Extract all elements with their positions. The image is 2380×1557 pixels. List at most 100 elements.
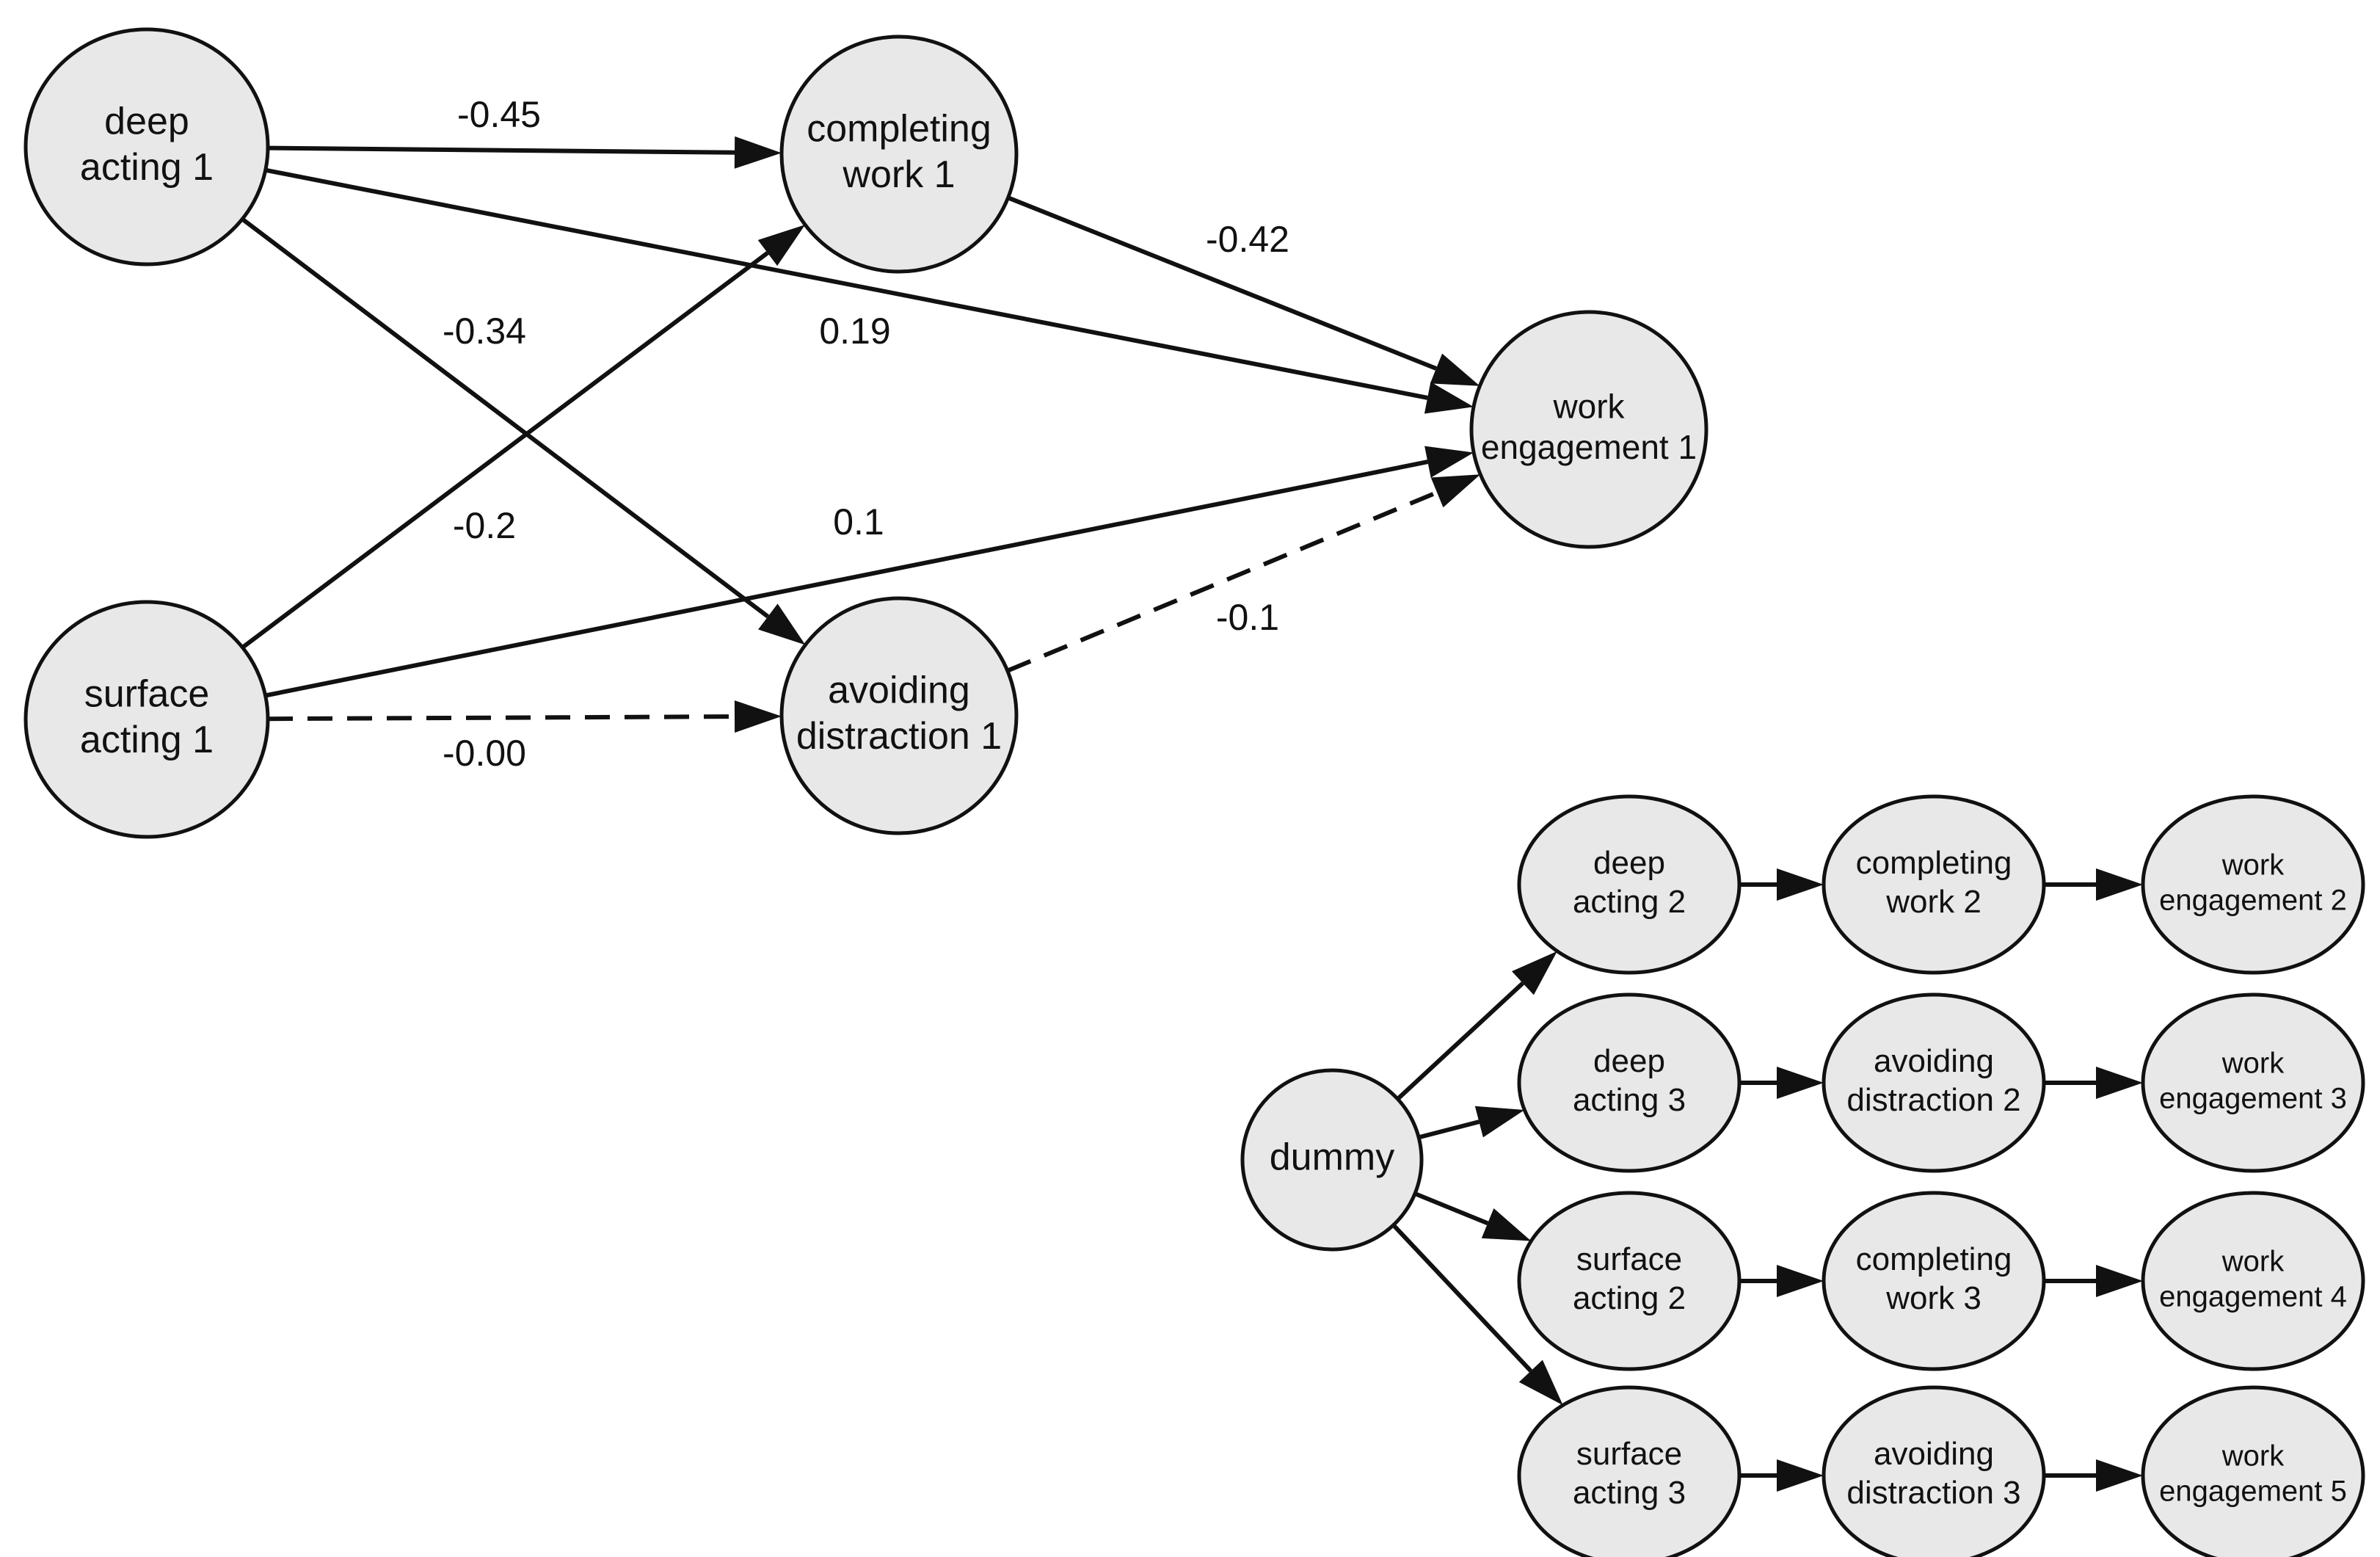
edge-coefficient-label: -0.2	[453, 505, 516, 546]
edge-coefficient-label: -0.1	[1216, 597, 1279, 638]
node-label: work	[2221, 1246, 2285, 1278]
node-dummy: dummy	[1240, 1068, 1424, 1252]
arrow-head	[1424, 382, 1474, 414]
node-label: acting 2	[1573, 1280, 1686, 1316]
edge-dummy-to-surface3	[1391, 1223, 1563, 1406]
node-label: acting 1	[80, 146, 214, 189]
node-shape	[1517, 1385, 1742, 1557]
arrow-head	[1481, 1208, 1532, 1241]
node-label: acting 3	[1573, 1475, 1686, 1511]
node-shape	[1822, 992, 2046, 1173]
edge-deep1-to-avoiding1	[241, 217, 806, 645]
node-label: avoiding	[1874, 1043, 1994, 1079]
edge-line	[1006, 490, 1438, 673]
arrow-head	[1474, 1106, 1525, 1138]
arrow-head	[757, 225, 806, 266]
arrow-head	[1777, 1459, 1824, 1492]
edge-line	[241, 217, 770, 619]
node-label: dummy	[1270, 1136, 1394, 1179]
edge-avoiding2-to-engagement3	[2044, 1067, 2143, 1099]
node-shape	[1517, 1191, 1742, 1371]
node-label: deep	[104, 101, 189, 143]
edge-dummy-to-surface2	[1413, 1191, 1532, 1241]
node-label: work 2	[1885, 884, 1981, 920]
edge-deep3-to-avoiding2	[1739, 1067, 1824, 1099]
edges-layer	[241, 136, 2143, 1492]
node-label: surface	[1576, 1241, 1682, 1277]
edge-surface3-to-avoiding3	[1739, 1459, 1824, 1492]
node-shape	[2141, 1191, 2365, 1371]
node-label: work	[2221, 1440, 2285, 1473]
node-label: engagement 4	[2159, 1281, 2347, 1313]
arrow-head	[2096, 868, 2143, 901]
node-label: completing	[807, 108, 991, 150]
node-label: engagement 2	[2159, 885, 2347, 917]
node-label: engagement 5	[2159, 1476, 2347, 1508]
node-shape	[2141, 794, 2365, 975]
arrow-head	[758, 603, 806, 645]
node-label: acting 3	[1573, 1082, 1686, 1118]
node-label: distraction 2	[1846, 1082, 2020, 1118]
edge-surface1-to-engagement1	[265, 446, 1474, 698]
node-shape	[23, 27, 270, 266]
arrow-head	[2096, 1067, 2143, 1099]
node-shape	[1469, 310, 1708, 549]
node-label: surface	[84, 673, 210, 716]
node-label: work 1	[842, 153, 955, 196]
node-label: acting 1	[80, 719, 214, 761]
edge-line	[1391, 1223, 1533, 1373]
node-label: acting 2	[1573, 884, 1686, 920]
edge-surface1-to-completing1	[241, 225, 806, 650]
node-shape	[2141, 992, 2365, 1173]
node-shape	[1517, 794, 1742, 975]
node-label: engagement 1	[1481, 428, 1697, 466]
edge-line	[1418, 1119, 1480, 1140]
arrow-head	[734, 136, 782, 169]
node-label: completing	[1856, 845, 2012, 881]
node-shape	[779, 35, 1019, 274]
node-shape	[2141, 1385, 2365, 1557]
edge-line	[265, 167, 1428, 400]
arrow-head	[1424, 446, 1474, 478]
node-shape	[23, 600, 270, 839]
edge-dummy-to-deep2	[1396, 951, 1557, 1101]
arrow-head	[734, 700, 782, 733]
node-shape	[1240, 1068, 1424, 1252]
edge-deep1-to-completing1	[267, 136, 782, 169]
edge-coefficient-label: -0.45	[457, 94, 541, 135]
edge-completing2-to-engagement2	[2044, 868, 2143, 901]
edge-avoiding1-to-engagement1	[1006, 474, 1481, 673]
edge-line	[265, 460, 1428, 698]
edge-coefficient-label: 0.1	[833, 501, 884, 542]
node-label: avoiding	[1874, 1436, 1994, 1472]
node-label: work	[2221, 1048, 2285, 1080]
node-label: work	[1552, 388, 1625, 426]
node-shape	[1822, 1191, 2046, 1371]
arrow-head	[1430, 474, 1481, 508]
node-label: engagement 3	[2159, 1083, 2347, 1115]
arrow-head	[1777, 1067, 1824, 1099]
edge-line	[1413, 1191, 1489, 1226]
edge-coefficient-label: -0.42	[1206, 219, 1289, 260]
edge-completing1-to-engagement1	[1007, 195, 1480, 386]
node-label: distraction 3	[1846, 1475, 2020, 1511]
node-label: deep	[1593, 1043, 1665, 1079]
edge-deep2-to-completing2	[1739, 868, 1824, 901]
edge-coefficient-label: -0.34	[443, 311, 526, 352]
arrow-head	[1430, 353, 1480, 386]
